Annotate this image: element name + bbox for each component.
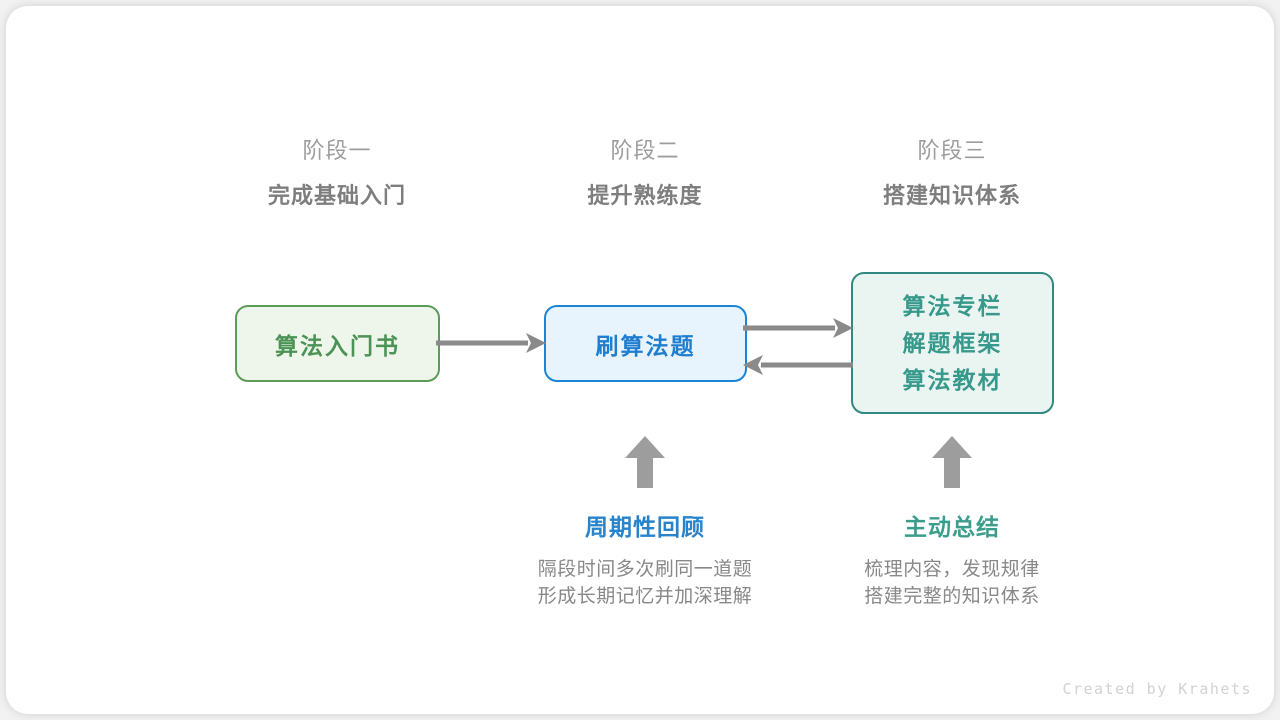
stage-3-title: 搭建知识体系 [882, 183, 1021, 208]
node-algorithm-book-label: 算法入门书 [275, 332, 400, 359]
arrow-right-icon-book-to-practice [436, 333, 546, 353]
practice-block-periodic-review-description: 隔段时间多次刷同一道题 形成长期记忆并加深理解 [495, 556, 795, 610]
practice-block-periodic-review-desc-line-2: 形成长期记忆并加深理解 [537, 586, 753, 607]
node-algorithm-book[interactable]: 算法入门书 [235, 305, 440, 382]
diagram-card: 阶段一 完成基础入门 阶段二 提升熟练度 阶段三 搭建知识体系 算法入门书 刷算… [6, 6, 1274, 714]
footer-credit: Created by Krahets [1062, 680, 1252, 698]
arrow-right-icon-practice-to-resources [743, 318, 853, 338]
stage-header-3: 阶段三 搭建知识体系 [822, 136, 1082, 212]
node-practice-problems-label: 刷算法题 [595, 332, 696, 359]
practice-block-active-summary-title: 主动总结 [904, 514, 1000, 540]
practice-block-periodic-review: 周期性回顾 隔段时间多次刷同一道题 形成长期记忆并加深理解 [495, 511, 795, 610]
node-learning-resources-line-1: 算法专栏 [902, 292, 1003, 319]
practice-block-periodic-review-title: 周期性回顾 [585, 514, 705, 540]
node-learning-resources[interactable]: 算法专栏 解题框架 算法教材 [851, 272, 1054, 414]
practice-block-active-summary: 主动总结 梳理内容，发现规律 搭建完整的知识体系 [802, 511, 1102, 610]
practice-block-active-summary-desc-line-2: 搭建完整的知识体系 [864, 586, 1040, 607]
practice-block-active-summary-description: 梳理内容，发现规律 搭建完整的知识体系 [802, 556, 1102, 610]
stage-1-title: 完成基础入门 [267, 183, 406, 208]
arrow-up-icon-active-summary [932, 436, 972, 488]
practice-block-active-summary-desc-line-1: 梳理内容，发现规律 [864, 559, 1040, 580]
stage-3-subtitle: 阶段三 [917, 138, 987, 163]
stage-1-subtitle: 阶段一 [302, 138, 372, 163]
node-learning-resources-line-2: 解题框架 [902, 329, 1003, 356]
node-learning-resources-line-3: 算法教材 [902, 366, 1003, 393]
stage-2-title: 提升熟练度 [587, 183, 703, 208]
practice-block-periodic-review-desc-line-1: 隔段时间多次刷同一道题 [537, 559, 753, 580]
stage-2-subtitle: 阶段二 [610, 138, 680, 163]
arrow-left-icon-resources-to-practice [743, 355, 853, 375]
node-practice-problems[interactable]: 刷算法题 [544, 305, 747, 382]
stage-header-2: 阶段二 提升熟练度 [515, 136, 775, 212]
stage-header-1: 阶段一 完成基础入门 [207, 136, 467, 212]
arrow-up-icon-periodic-review [625, 436, 665, 488]
